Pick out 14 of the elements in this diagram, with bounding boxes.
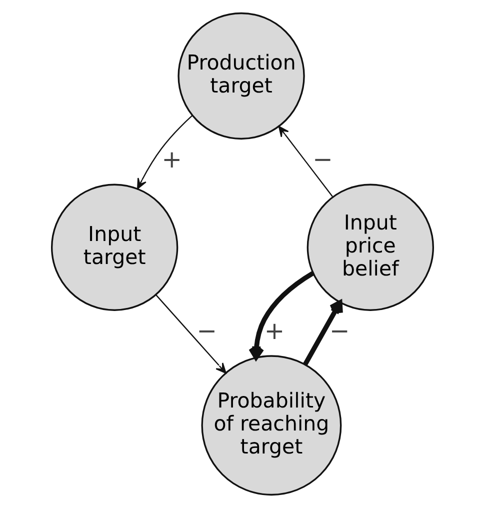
edge-label: − [196,317,218,346]
arrow [248,271,314,360]
node-circle: Probability of reaching target [201,355,342,496]
arrow [278,126,333,197]
edge-label: − [312,146,333,174]
edge-label: − [330,317,350,346]
node-circle: Production target [178,12,305,140]
arrow [303,300,343,366]
node-circle: Input price belief [306,184,434,311]
edge-label: + [264,317,285,346]
arrow [155,294,226,374]
arrow [137,115,193,190]
node-circle: Input target [50,184,178,311]
edge-label: + [162,146,182,174]
